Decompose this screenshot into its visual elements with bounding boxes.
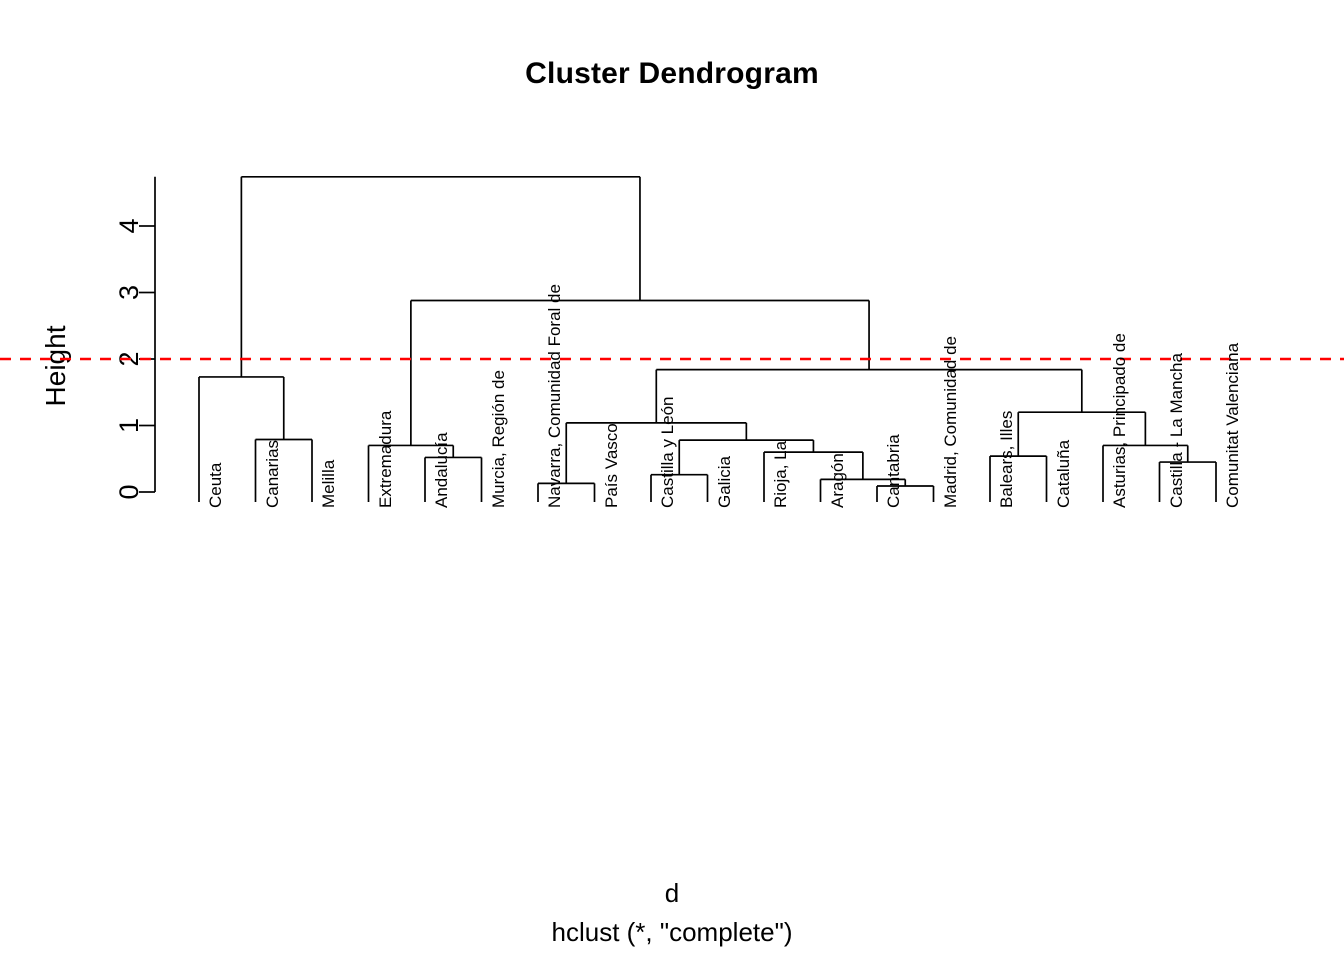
dendrogram-tree bbox=[198, 175, 1217, 502]
page-title: Cluster Dendrogram bbox=[525, 57, 819, 90]
y-axis-tick-label: 1 bbox=[114, 418, 144, 433]
leaf-label: País Vasco bbox=[601, 423, 621, 508]
leaf-label: Comunitat Valenciana bbox=[1223, 342, 1242, 508]
leaf-label: Murcia, Región de bbox=[488, 370, 508, 508]
leaf-label: Castilla - La Mancha bbox=[1166, 353, 1186, 508]
leaf-label: Rioja, La bbox=[771, 440, 790, 508]
leaf-label: Madrid, Comunidad de bbox=[940, 336, 960, 508]
y-axis-tick-label: 3 bbox=[114, 285, 144, 300]
y-axis-tick-label: 4 bbox=[114, 218, 144, 233]
leaf-label: Galicia bbox=[714, 456, 734, 508]
leaf-label: Extremadura bbox=[375, 410, 395, 508]
leaf-label: Asturias, Principado de bbox=[1110, 333, 1129, 508]
method-sublabel: hclust (*, "complete") bbox=[551, 917, 793, 947]
leaf-label: Melilla bbox=[319, 459, 338, 508]
leaf-label: Aragón bbox=[827, 453, 847, 508]
leaf-label: Cantabria bbox=[884, 434, 903, 508]
leaf-label: Cataluña bbox=[1053, 439, 1073, 508]
leaf-label: Balears, Illes bbox=[997, 410, 1016, 508]
leaf-label: Ceuta bbox=[206, 462, 225, 508]
x-axis-label: d bbox=[664, 878, 680, 908]
leaf-label: Canarias bbox=[262, 439, 282, 508]
leaf-label: Castilla y León bbox=[658, 396, 677, 508]
leaf-label: Navarra, Comunidad Foral de bbox=[545, 284, 564, 508]
leaf-label: Andalucía bbox=[432, 432, 451, 508]
y-axis-tick-label: 0 bbox=[114, 484, 144, 499]
